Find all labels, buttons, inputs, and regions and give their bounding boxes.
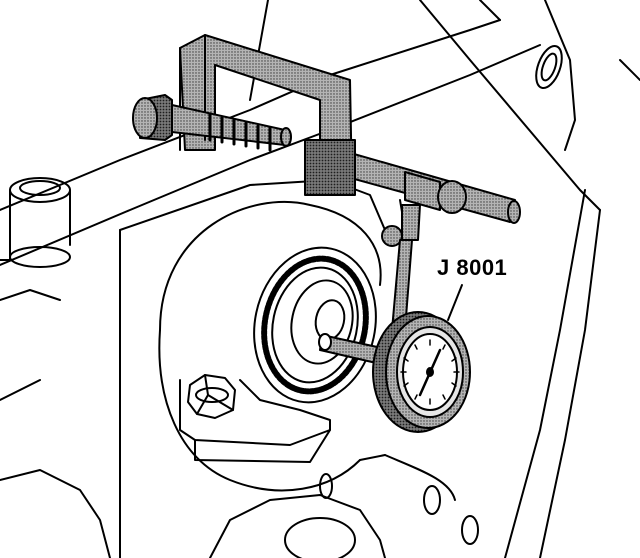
tool-callout-label: J 8001 <box>437 255 508 280</box>
dial-indicator <box>372 311 471 433</box>
fixture-rail <box>339 149 521 224</box>
mounting-bolt <box>187 374 236 419</box>
bolt-bracket <box>179 379 331 463</box>
c-clamp-fixture <box>132 34 356 196</box>
callout-leader <box>447 284 463 321</box>
crankshaft-sprocket <box>253 246 377 404</box>
